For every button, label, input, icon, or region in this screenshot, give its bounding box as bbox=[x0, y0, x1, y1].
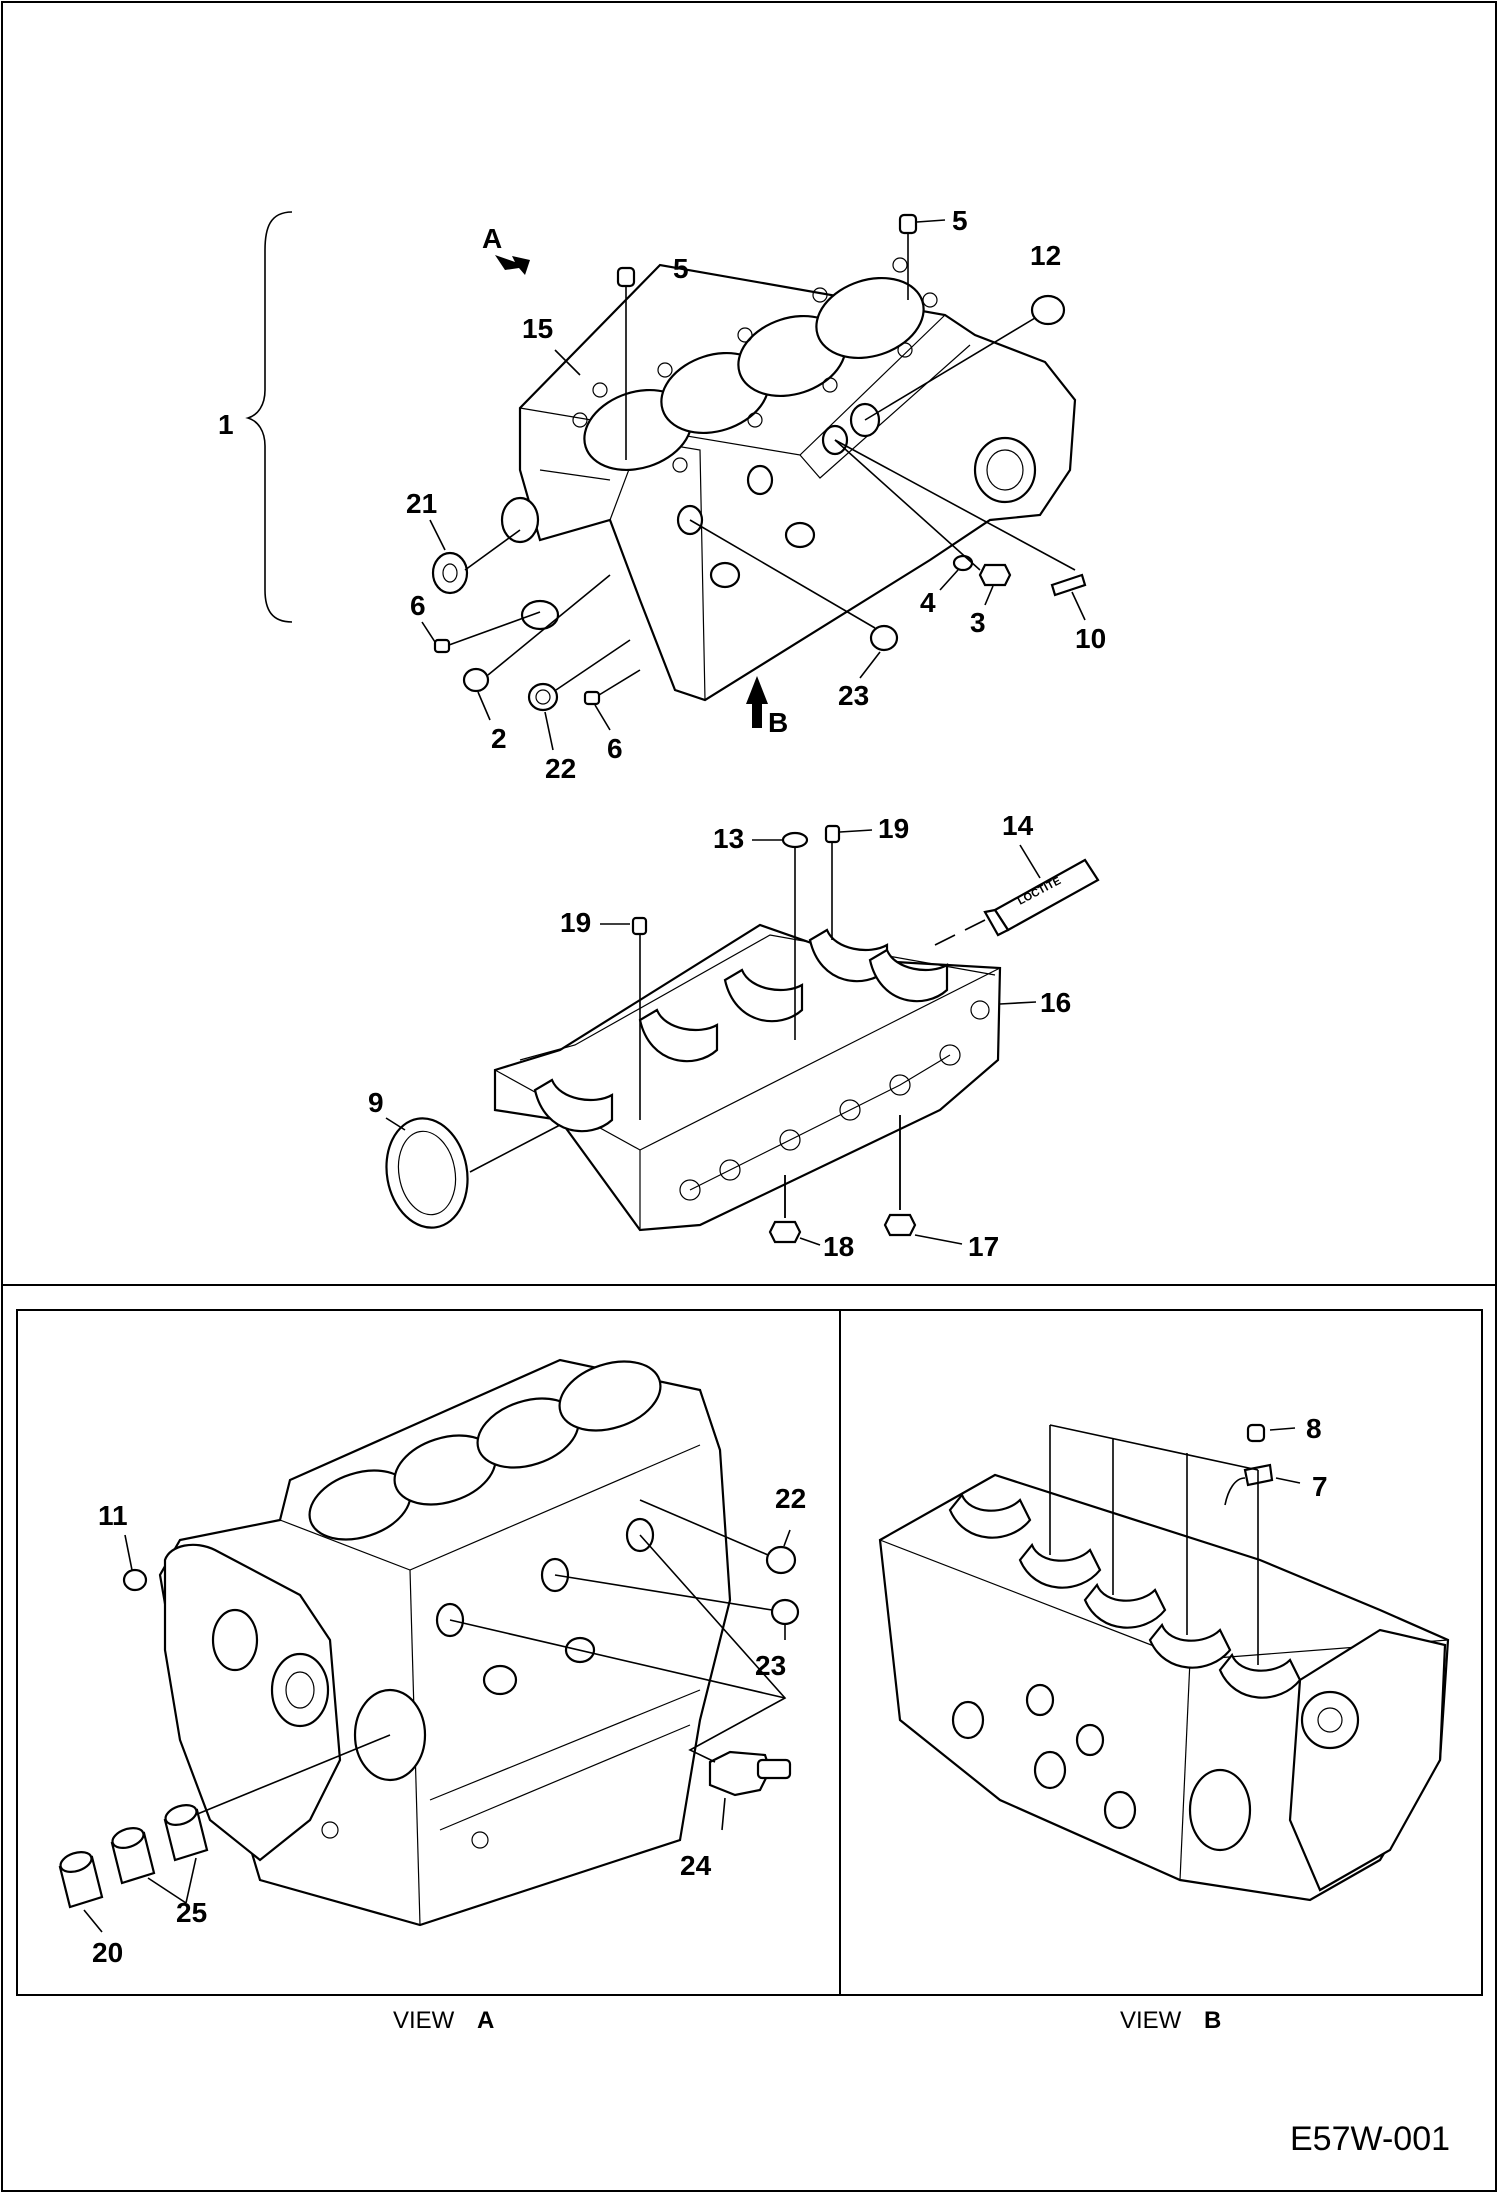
callout-24: 24 bbox=[680, 1850, 712, 1881]
callout-15: 15 bbox=[522, 313, 553, 344]
callout-11: 11 bbox=[98, 1500, 128, 1531]
top-callouts: 5 5 12 15 1 21 6 2 22 6 23 4 3 10 bbox=[218, 205, 1106, 784]
callout-22-top: 22 bbox=[545, 753, 576, 784]
view-a-caption: VIEW A bbox=[393, 2007, 494, 2034]
callout-17: 17 bbox=[968, 1231, 999, 1262]
view-b-callouts: 8 7 bbox=[1306, 1413, 1328, 1502]
assembly-brace bbox=[245, 211, 293, 623]
view-b-parts bbox=[1049, 1423, 1301, 1665]
callout-4: 4 bbox=[920, 587, 936, 618]
callout-20: 20 bbox=[92, 1937, 123, 1968]
callout-14: 14 bbox=[1002, 810, 1034, 841]
top-small-parts bbox=[431, 213, 1087, 712]
callout-2: 2 bbox=[491, 723, 507, 754]
callout-1: 1 bbox=[218, 409, 234, 440]
callout-5-right: 5 bbox=[952, 205, 968, 236]
callout-16: 16 bbox=[1040, 987, 1071, 1018]
callout-19-top: 19 bbox=[878, 813, 909, 844]
callout-3: 3 bbox=[970, 607, 986, 638]
svg-text:A: A bbox=[477, 2007, 494, 2034]
arrow-a-label: A bbox=[482, 223, 502, 254]
callout-13: 13 bbox=[713, 823, 744, 854]
view-b-caption: VIEW B bbox=[1120, 2007, 1221, 2034]
view-b-frame bbox=[839, 1309, 1483, 1996]
callout-19-left: 19 bbox=[560, 907, 591, 938]
callout-8: 8 bbox=[1306, 1413, 1322, 1444]
callout-22-view-a: 22 bbox=[775, 1483, 806, 1514]
cylinder-block-top bbox=[245, 211, 1077, 702]
view-direction-arrows: A B bbox=[482, 223, 788, 738]
callout-23-view-a: 23 bbox=[755, 1650, 786, 1681]
callout-6-left: 6 bbox=[410, 590, 426, 621]
svg-text:VIEW: VIEW bbox=[1120, 2007, 1182, 2034]
callout-10: 10 bbox=[1075, 623, 1106, 654]
callout-7: 7 bbox=[1312, 1471, 1328, 1502]
callout-5-left: 5 bbox=[673, 253, 689, 284]
middle-callouts: 13 19 14 19 16 9 18 17 bbox=[368, 810, 1071, 1262]
lower-crankcase bbox=[493, 904, 1016, 1232]
callout-12: 12 bbox=[1030, 240, 1061, 271]
svg-text:VIEW: VIEW bbox=[393, 2007, 455, 2034]
callout-18: 18 bbox=[823, 1231, 854, 1262]
arrow-b-icon bbox=[746, 676, 768, 728]
callout-23-top: 23 bbox=[838, 680, 869, 711]
callout-6-right: 6 bbox=[607, 733, 623, 764]
arrow-b-label: B bbox=[768, 707, 788, 738]
callout-25: 25 bbox=[176, 1897, 207, 1928]
callout-21: 21 bbox=[406, 488, 437, 519]
view-b-drawing bbox=[878, 1473, 1450, 1902]
middle-small-parts: LOCTITE bbox=[385, 824, 1100, 1244]
view-a-drawing bbox=[158, 1358, 732, 1927]
view-a-parts bbox=[58, 1499, 800, 1933]
svg-text:B: B bbox=[1204, 2007, 1221, 2034]
view-a-callouts: 11 22 23 24 25 20 bbox=[92, 1483, 806, 1968]
drawing-code: E57W-001 bbox=[1290, 2120, 1450, 2158]
callout-9: 9 bbox=[368, 1087, 384, 1118]
arrow-a-icon bbox=[495, 255, 530, 275]
